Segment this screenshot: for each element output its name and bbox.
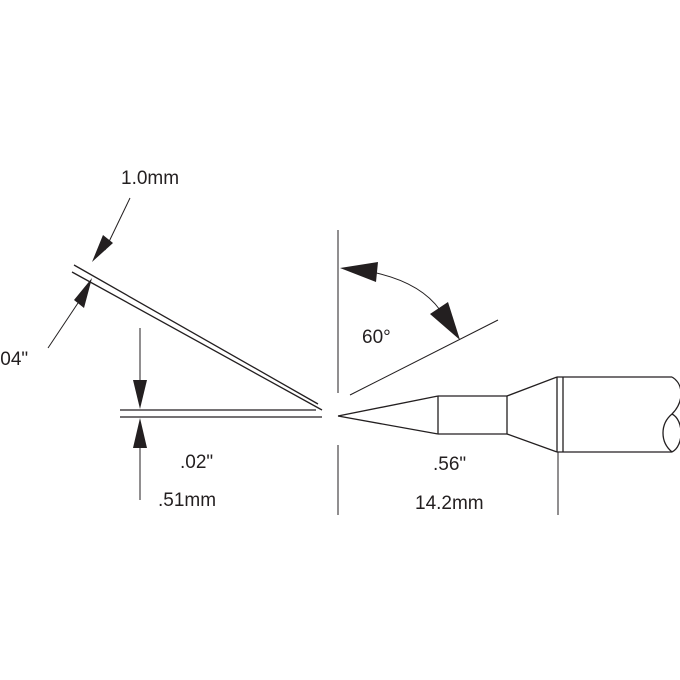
thickness-in-label: .02" [180, 452, 213, 473]
arrow-down-icon [92, 235, 113, 262]
thickness-dimension [133, 328, 147, 500]
width-dimension [47, 197, 131, 349]
arrow-left-icon [340, 262, 378, 282]
thickness-mm-label: .51mm [158, 490, 216, 511]
length-in-label: .56" [433, 454, 466, 475]
arrow-down-icon [430, 302, 460, 340]
angle-dimension [340, 262, 460, 340]
tip-side-profile [71, 264, 323, 418]
tip-body [337, 230, 680, 515]
arrow-down-icon [133, 380, 147, 409]
width-mm-label: 1.0mm [121, 168, 179, 189]
arrow-up-icon [74, 278, 92, 308]
length-mm-label: 14.2mm [415, 493, 484, 514]
width-in-label: .04" [0, 349, 28, 370]
angle-label: 60° [362, 327, 391, 348]
arrow-up-icon [133, 418, 147, 448]
